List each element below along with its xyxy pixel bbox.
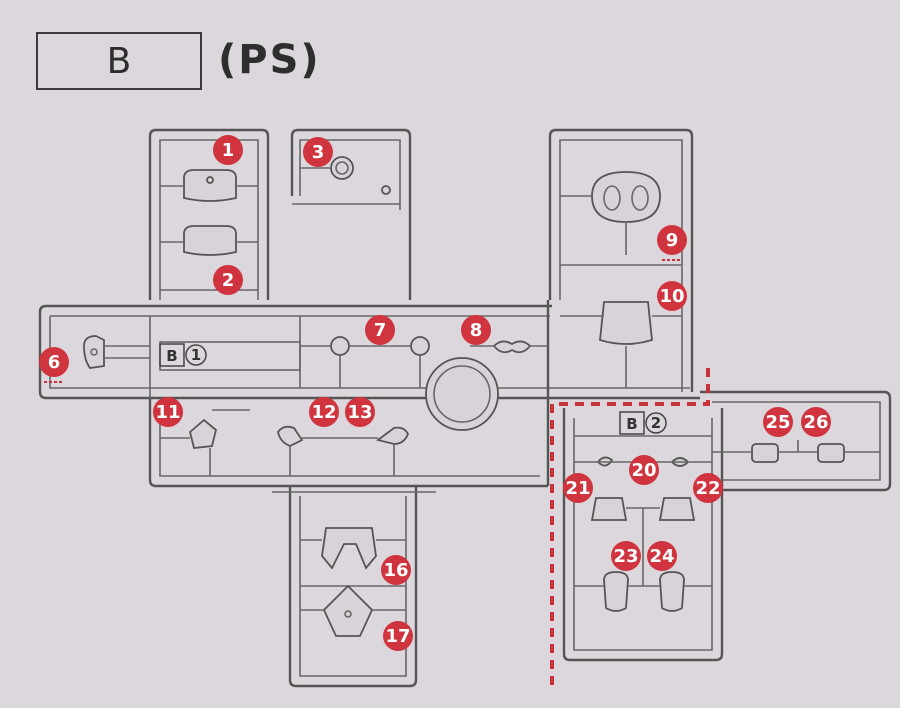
frame-left-lower (148, 398, 548, 488)
callout-16: 16 (381, 555, 411, 585)
frame-top-right (548, 128, 694, 392)
callout-2: 2 (213, 265, 243, 295)
tag-b1-number: 1 (191, 346, 201, 364)
tag-b2: B 2 (619, 411, 667, 435)
svg-text:13: 13 (347, 402, 372, 423)
tag-b1: B 1 (159, 343, 207, 367)
part-21-shape (590, 497, 628, 521)
callout-10: 10 (657, 281, 687, 311)
svg-text:8: 8 (470, 320, 483, 341)
callout-13: 13 (345, 397, 375, 427)
svg-text:10: 10 (659, 286, 684, 307)
svg-text:17: 17 (385, 626, 410, 647)
part-26-shape (817, 443, 845, 463)
callout-9: 9 (657, 225, 687, 255)
callout-6: 6 (39, 347, 69, 377)
part-23-shape (603, 571, 629, 612)
tag-b2-letter: B (626, 415, 637, 433)
part-10-shape (599, 301, 653, 345)
frame-bottom-middle (288, 486, 418, 688)
part-12-shape (277, 425, 304, 447)
cut-line (550, 368, 710, 688)
svg-text:22: 22 (695, 478, 720, 499)
callout-20: 20 (629, 455, 659, 485)
part-25-shape (751, 443, 779, 463)
part-2-shape (183, 225, 237, 256)
frame-far-right (700, 390, 892, 492)
svg-text:21: 21 (565, 478, 590, 499)
runner-letter: B (106, 40, 132, 82)
part-24-shape (659, 571, 685, 612)
tag-b1-letter: B (166, 347, 177, 365)
tag-b2-number: 2 (651, 414, 661, 432)
callout-1: 1 (213, 135, 243, 165)
svg-text:16: 16 (383, 560, 408, 581)
svg-text:23: 23 (613, 546, 638, 567)
svg-text:3: 3 (312, 142, 325, 163)
part-8-shape (492, 340, 532, 354)
svg-text:6: 6 (48, 352, 61, 373)
part-7-shape-b (410, 336, 430, 356)
part-6-shape (83, 335, 105, 369)
svg-text:20: 20 (631, 460, 656, 481)
callout-3: 3 (303, 137, 333, 167)
part-22-shape (658, 497, 696, 521)
part-1-shape (183, 169, 237, 202)
callout-26: 26 (801, 407, 831, 437)
part-11-shape (188, 418, 218, 449)
callout-22: 22 (693, 473, 723, 503)
frame-main-horizontal (38, 304, 700, 400)
svg-text:25: 25 (765, 412, 790, 433)
part-16-shape (321, 527, 377, 570)
part-13-shape (375, 426, 409, 445)
part-7-shape-a (330, 336, 350, 356)
svg-text:11: 11 (155, 402, 180, 423)
part-9-shape (591, 171, 661, 223)
part-3-shape (330, 156, 354, 180)
callout-11: 11 (153, 397, 183, 427)
callout-12: 12 (309, 397, 339, 427)
callout-25: 25 (763, 407, 793, 437)
callout-7: 7 (365, 315, 395, 345)
callouts: 1 2 3 6 7 8 9 10 11 12 13 16 17 20 21 22… (39, 135, 831, 651)
svg-text:7: 7 (374, 320, 387, 341)
callout-23: 23 (611, 541, 641, 571)
callout-17: 17 (383, 621, 413, 651)
material-label: (PS) (218, 37, 321, 83)
sprue-parts (83, 156, 880, 637)
svg-text:1: 1 (222, 140, 235, 161)
frame-b2 (562, 408, 724, 662)
callout-24: 24 (647, 541, 677, 571)
callout-21: 21 (563, 473, 593, 503)
svg-text:2: 2 (222, 270, 235, 291)
central-ring (425, 357, 499, 431)
svg-text:26: 26 (803, 412, 828, 433)
svg-text:9: 9 (666, 230, 679, 251)
sprue-frames (38, 128, 892, 688)
frame-top-small (290, 128, 412, 300)
svg-text:12: 12 (311, 402, 336, 423)
svg-text:24: 24 (649, 546, 674, 567)
runner-label-box: B (36, 32, 202, 90)
frame-top-left (148, 128, 270, 300)
callout-8: 8 (461, 315, 491, 345)
